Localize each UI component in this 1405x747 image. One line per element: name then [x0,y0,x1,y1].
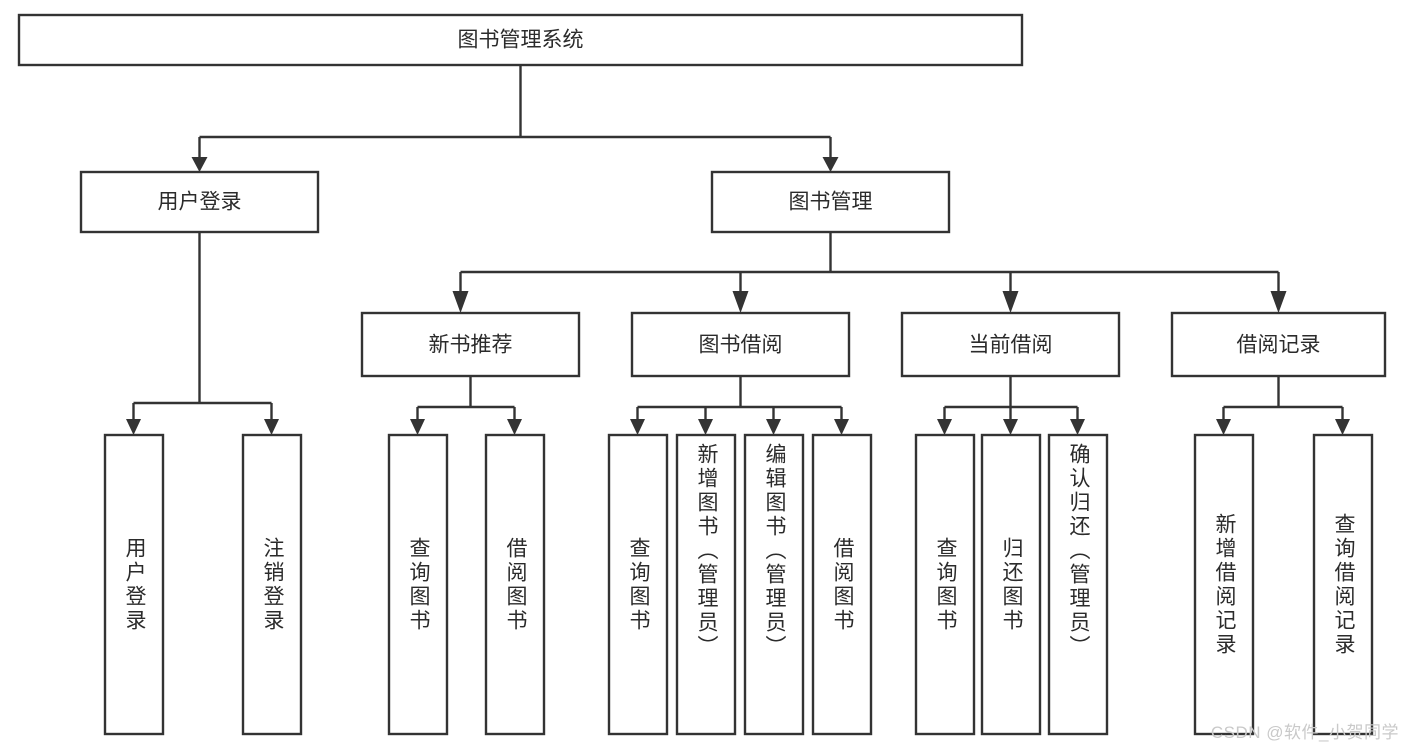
node-user-login[interactable]: 用户登录 [79,170,320,234]
arrow-to-user-login [191,157,208,172]
leaf-label-borrow-record-1-wrap: 新增借阅记录 [1195,435,1253,734]
node-user-login-box[interactable] [79,170,320,234]
leaf-label-book-borrow-1: 查询图书 [627,536,650,633]
arrow-to-borrow-record [1270,291,1287,313]
leaf-label-user-login-2-wrap: 注销登录 [243,435,301,734]
leaf-label-borrow-record-2: 查询借阅记录 [1332,512,1355,657]
leaf-box-book-borrow-3[interactable] [743,433,805,736]
leaf-box-new-book-1[interactable] [387,433,449,736]
node-book-borrow[interactable]: 图书借阅 [630,311,851,378]
node-borrow-record-label: 借阅记录 [1237,334,1321,357]
leaf-label-new-book-1-wrap: 查询图书 [389,435,447,734]
leaf-label-user-login-1: 用户登录 [123,536,146,633]
arrow-book-borrow-leaf-2 [698,419,713,435]
leaf-label-new-book-2-wrap: 借阅图书 [486,435,544,734]
leaf-box-book-borrow-4[interactable] [811,433,873,736]
arrow-borrow-record-leaf-1 [1216,419,1231,435]
arrow-new-book-leaf-1 [410,419,425,435]
leaf-label-user-login-2: 注销登录 [261,536,284,633]
node-new-book-recommend[interactable]: 新书推荐 [360,311,581,378]
leaf-label-borrow-record-2-wrap: 查询借阅记录 [1314,435,1372,734]
node-root-book-management-system[interactable]: 图书管理系统 [17,13,1024,67]
leaf-label-book-borrow-1-wrap: 查询图书 [609,435,667,734]
node-root-box[interactable] [17,13,1024,67]
node-book-management-label: 图书管理 [789,191,873,214]
node-current-borrow-label: 当前借阅 [969,334,1053,357]
leaf-label-current-borrow-3-wrap: 确认归还（管理员） [1049,435,1107,734]
leaf-label-book-borrow-4: 借阅图书 [831,536,854,633]
node-book-management-box[interactable] [710,170,951,234]
node-current-borrow-box[interactable] [900,311,1121,378]
leaf-label-book-borrow-2-wrap: 新增图书（管理员） [677,435,735,734]
leaf-box-book-borrow-2[interactable] [675,433,737,736]
leaf-label-book-borrow-3: 编辑图书（管理员） [763,443,786,659]
leaf-box-user-login-2[interactable] [241,433,303,736]
arrow-user-login-leaf-1 [126,419,141,435]
node-book-management[interactable]: 图书管理 [710,170,951,234]
arrow-current-borrow-leaf-1 [937,419,952,435]
arrow-to-new-book [452,291,469,313]
csdn-watermark: CSDN @软件_小贺同学 [1210,723,1399,742]
leaf-box-borrow-record-2[interactable] [1312,433,1374,736]
leaf-label-borrow-record-1: 新增借阅记录 [1213,512,1236,657]
arrow-user-login-leaf-2 [264,419,279,435]
node-new-book-recommend-box[interactable] [360,311,581,378]
leaf-box-borrow-record-1[interactable] [1193,433,1255,736]
leaf-box-user-login-1[interactable] [103,433,165,736]
node-current-borrow[interactable]: 当前借阅 [900,311,1121,378]
edges-layer [126,65,1350,435]
leaf-label-user-login-1-wrap: 用户登录 [105,435,163,734]
arrow-book-borrow-leaf-1 [630,419,645,435]
arrow-new-book-leaf-2 [507,419,522,435]
arrow-current-borrow-leaf-3 [1070,419,1085,435]
node-book-borrow-label: 图书借阅 [699,334,783,357]
leaf-label-new-book-2: 借阅图书 [504,536,527,633]
leaf-box-current-borrow-1[interactable] [914,433,976,736]
node-borrow-record-box[interactable] [1170,311,1387,378]
node-book-borrow-box[interactable] [630,311,851,378]
leaf-label-current-borrow-3: 确认归还（管理员） [1067,443,1090,659]
arrow-book-borrow-leaf-4 [834,419,849,435]
leaf-label-book-borrow-2: 新增图书（管理员） [695,443,718,659]
node-user-login-label: 用户登录 [158,191,242,214]
leaf-box-new-book-2[interactable] [484,433,546,736]
arrow-book-borrow-leaf-3 [766,419,781,435]
nodes-layer: 图书管理系统 用户登录 图书管理 新书推荐 图书借阅 [17,13,1387,736]
leaf-box-book-borrow-1[interactable] [607,433,669,736]
leaf-box-current-borrow-2[interactable] [980,433,1042,736]
arrow-to-book-manage [822,157,839,172]
leaf-label-current-borrow-1-wrap: 查询图书 [916,435,974,734]
node-new-book-recommend-label: 新书推荐 [429,334,513,357]
arrow-to-book-borrow [732,291,749,313]
leaf-label-book-borrow-4-wrap: 借阅图书 [813,435,871,734]
node-borrow-record[interactable]: 借阅记录 [1170,311,1387,378]
leaf-label-current-borrow-2: 归还图书 [1000,536,1023,633]
arrow-to-current-borrow [1002,291,1019,313]
leaf-label-current-borrow-1: 查询图书 [934,536,957,633]
leaf-box-current-borrow-3[interactable] [1047,433,1109,736]
node-root-label: 图书管理系统 [458,29,584,52]
leaf-label-new-book-1: 查询图书 [407,536,430,633]
arrow-borrow-record-leaf-2 [1335,419,1350,435]
leaf-label-book-borrow-3-wrap: 编辑图书（管理员） [745,435,803,734]
leaf-label-current-borrow-2-wrap: 归还图书 [982,435,1040,734]
arrow-current-borrow-leaf-2 [1003,419,1018,435]
